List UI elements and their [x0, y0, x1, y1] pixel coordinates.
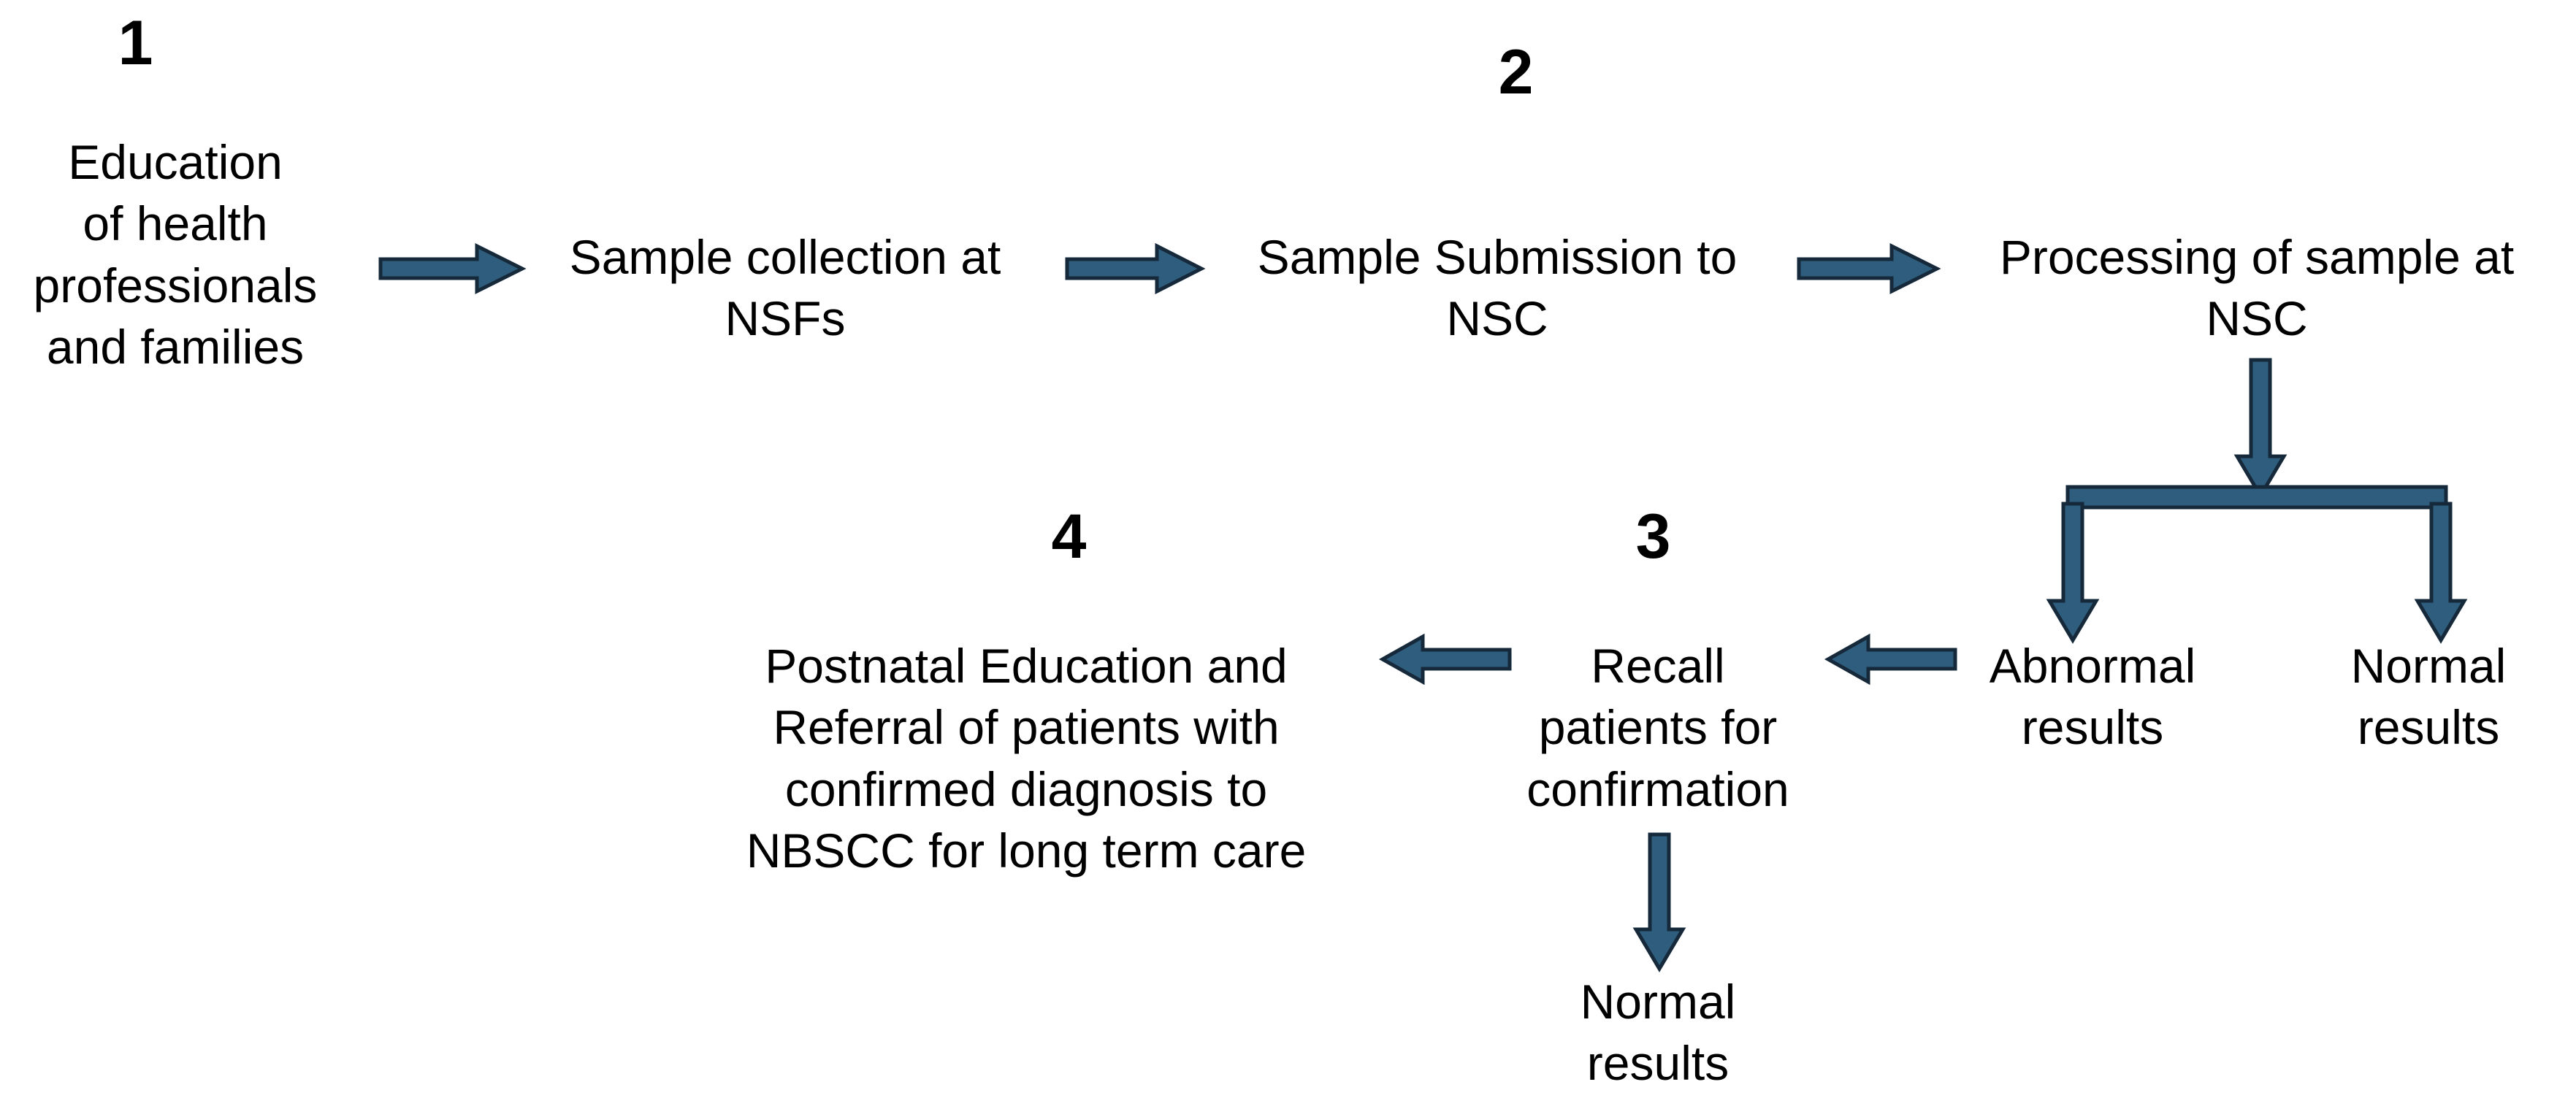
node-normal-results-top: Normal results [2350, 639, 2507, 755]
node-sample-submission: Sample Submission to NSC [1257, 230, 1738, 346]
node-sample-collection: Sample collection at NSFs [569, 230, 1001, 346]
split-bar [2065, 485, 2448, 510]
arrow-education-to-collection [378, 242, 527, 295]
step-number-2: 2 [1498, 37, 1534, 107]
arrow-split-to-normal [2414, 502, 2468, 644]
node-education: Education of health professionals and fa… [33, 135, 318, 375]
arrow-recall-to-postnatal [1378, 633, 1512, 686]
step-number-1: 1 [118, 8, 153, 78]
arrow-recall-to-normal [1632, 832, 1686, 972]
arrow-collection-to-submission [1065, 242, 1206, 295]
step-number-4: 4 [1051, 502, 1087, 572]
node-recall: Recall patients for confirmation [1526, 639, 1789, 816]
node-postnatal: Postnatal Education and Referral of pati… [746, 639, 1307, 878]
node-processing: Processing of sample at NSC [1999, 230, 2515, 346]
node-abnormal-results: Abnormal results [1989, 639, 2196, 755]
arrow-submission-to-processing [1797, 242, 1941, 295]
arrow-split-to-abnormal [2046, 502, 2100, 644]
arrow-processing-to-split [2233, 358, 2288, 499]
node-normal-results-bottom: Normal results [1580, 975, 1736, 1091]
arrow-abnormal-to-recall [1824, 633, 1957, 686]
step-number-3: 3 [1635, 502, 1671, 572]
